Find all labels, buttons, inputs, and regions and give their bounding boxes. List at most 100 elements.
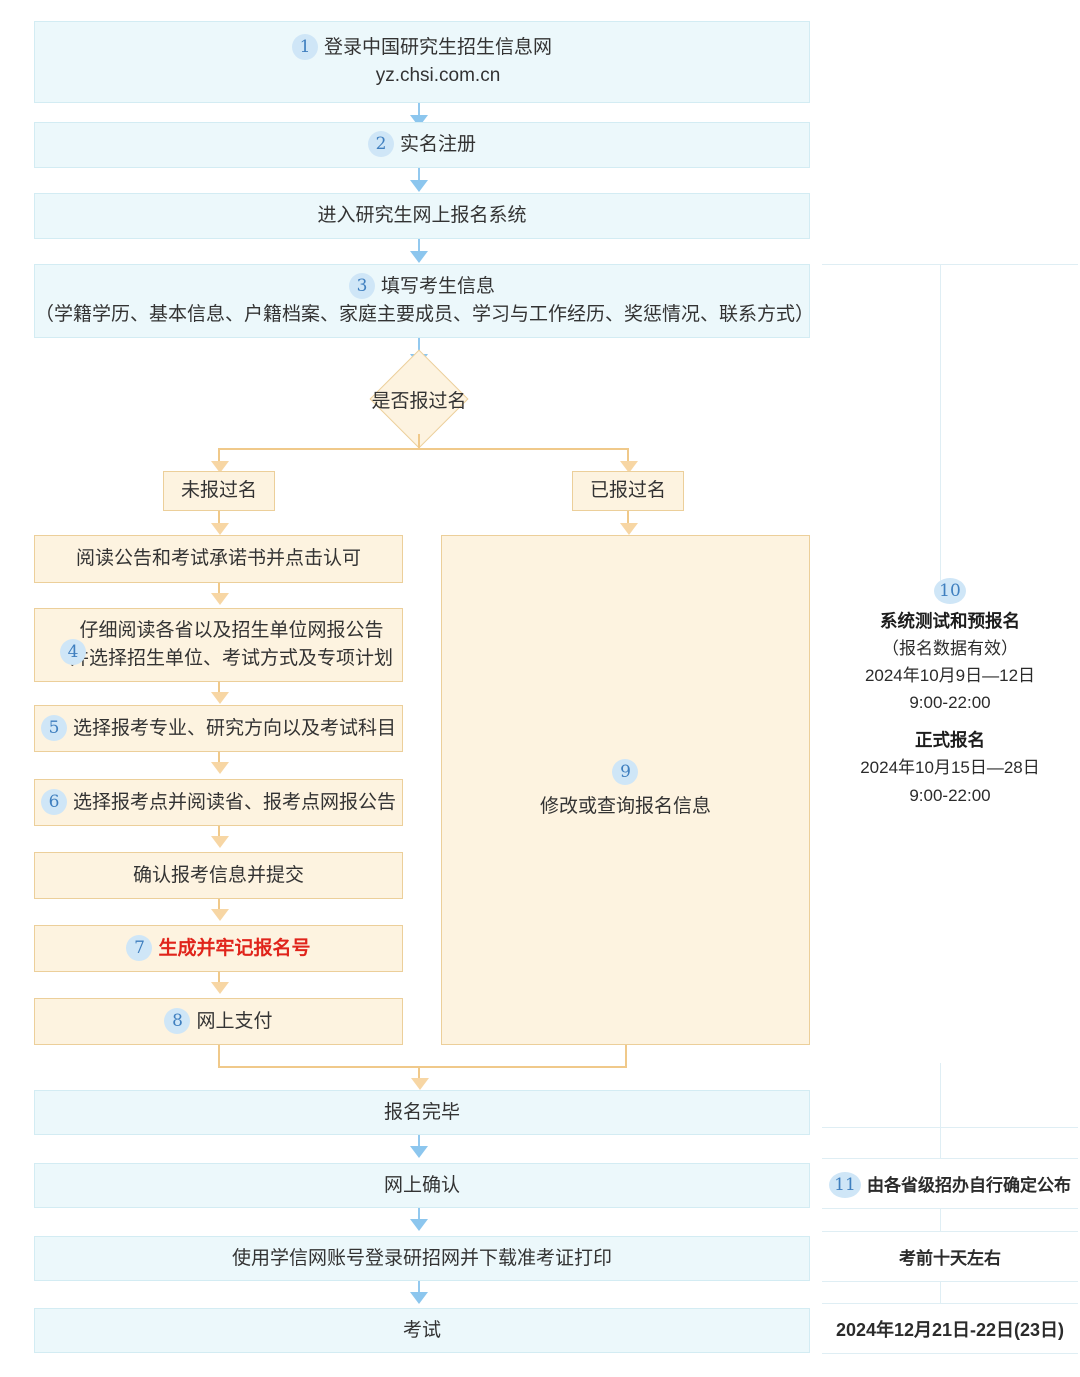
arrow-system-fillinfo [410, 251, 428, 263]
arrow-step6-confirm [211, 836, 229, 848]
connector-system-fillinfo [418, 239, 420, 253]
connector-decision-down [418, 434, 420, 449]
arrow-readnotice-step4 [211, 593, 229, 605]
connector-merge-horizontal [218, 1066, 627, 1068]
decision-registered-before[interactable]: 是否报过名 [329, 380, 509, 418]
connector-register-system [418, 168, 420, 182]
timeline-gridline-row4 [822, 1231, 1078, 1232]
step-badge-8: 8 [164, 1007, 191, 1034]
timeline-gridline-row3 [822, 1208, 1078, 1209]
node-download-admission-ticket[interactable]: 使用学信网账号登录研招网并下载准考证打印 [34, 1236, 810, 1281]
node-enter-system-label: 进入研究生网上报名系统 [317, 205, 527, 227]
connector-confirm-ticket [418, 1208, 420, 1221]
node-exam[interactable]: 考试 [34, 1308, 810, 1353]
node-exam-label: 考试 [402, 1319, 441, 1341]
branch-already-registered[interactable]: 已报过名 [572, 471, 684, 511]
timeline-gridline-vertical-row2 [940, 1208, 941, 1231]
step-badge-6: 6 [40, 788, 67, 815]
branch-already-registered-label: 已报过名 [589, 480, 666, 502]
timeline-gridline-bottom [822, 1353, 1078, 1354]
node-read-province-content: 4 仔细阅读各省以及招生单位网报公告 并选择招生单位、考试方式及专项计划 [44, 617, 393, 672]
step-badge-4: 4 [59, 639, 86, 666]
connector-complete-confirm [418, 1135, 420, 1148]
connector-decision-right [627, 448, 629, 463]
timeline-exam-text: 2024年12月21日-22日(23日) [835, 1320, 1065, 1341]
decision-label-text: 是否报过名 [371, 390, 467, 412]
timeline-gridline-top [822, 264, 1078, 265]
node-confirm-submit-label: 确认报考信息并提交 [132, 864, 304, 886]
node-confirm-submit[interactable]: 确认报考信息并提交 [34, 852, 403, 899]
node-registration-complete[interactable]: 报名完毕 [34, 1090, 810, 1135]
node-registration-complete-label: 报名完毕 [383, 1101, 460, 1123]
timeline-exam: 2024年12月21日-22日(23日) [822, 1308, 1078, 1353]
node-fill-info-line1: 填写考生信息 [380, 276, 495, 298]
node-online-confirmation-label: 网上确认 [383, 1174, 460, 1196]
connector-alreadyreg-down [627, 511, 629, 525]
step-badge-3: 3 [348, 273, 375, 300]
node-enter-system[interactable]: 进入研究生网上报名系统 [34, 193, 810, 239]
arrow-register-system [410, 180, 428, 192]
node-online-payment-label: 网上支付 [196, 1010, 273, 1032]
node-modify-query-label: 修改或查询报名信息 [539, 796, 711, 817]
timeline-gridline-vertical-row3 [940, 1281, 941, 1303]
connector-merge-center [418, 1066, 420, 1080]
node-read-province-notice[interactable]: 4 仔细阅读各省以及招生单位网报公告 并选择招生单位、考试方式及专项计划 [34, 608, 403, 682]
arrow-step4-step5 [211, 692, 229, 704]
timeline-confirmation-text: 由各省级招办自行确定公布 [867, 1175, 1071, 1195]
node-choose-exam-site-label: 选择报考点并阅读省、报考点网报公告 [72, 791, 396, 813]
arrow-decision-left [211, 461, 229, 473]
step-badge-9: 9 [612, 759, 639, 786]
timeline-schedule-time1: 9:00-22:00 [909, 693, 991, 713]
branch-not-registered-label: 未报过名 [180, 480, 257, 502]
timeline-schedule-title1: 系统测试和预报名 [879, 610, 1020, 631]
arrow-ticket-exam [410, 1292, 428, 1304]
timeline-schedule-badge-row: 10 [860, 577, 1040, 605]
branch-not-registered[interactable]: 未报过名 [163, 471, 275, 511]
connector-login-register [418, 103, 420, 117]
timeline-ticket-text: 考前十天左右 [899, 1248, 1001, 1268]
step-badge-5: 5 [40, 714, 67, 741]
connector-ticket-exam [418, 1281, 420, 1294]
timeline-schedule-date2: 2024年10月15日—28日 [860, 758, 1040, 778]
timeline-schedule-time2: 9:00-22:00 [909, 785, 991, 805]
node-modify-query-content: 9 修改或查询报名信息 [540, 759, 711, 820]
node-read-province-line1: 仔细阅读各省以及招生单位网报公告 [79, 620, 384, 642]
connector-readnotice-step4 [218, 583, 220, 595]
node-read-province-line2: 并选择招生单位、考试方式及专项计划 [69, 648, 393, 669]
timeline-gridline-row2 [822, 1158, 1078, 1159]
arrow-confirm-step7 [211, 909, 229, 921]
connector-step6-confirm [218, 826, 220, 838]
node-modify-query[interactable]: 9 修改或查询报名信息 [441, 535, 810, 1045]
node-online-confirmation[interactable]: 网上确认 [34, 1163, 810, 1208]
timeline-gridline-vertical-lower [940, 1063, 941, 1127]
timeline-gridline-row1 [822, 1127, 1078, 1128]
node-modify-query-badge-row: 9 [540, 759, 711, 787]
node-read-notice[interactable]: 阅读公告和考试承诺书并点击认可 [34, 535, 403, 583]
node-generate-number-label: 生成并牢记报名号 [158, 937, 311, 959]
timeline-schedule-content: 10 系统测试和预报名 （报名数据有效） 2024年10月9日—12日 9:00… [860, 577, 1040, 808]
node-read-notice-label: 阅读公告和考试承诺书并点击认可 [75, 548, 361, 570]
connector-notreg-down [218, 511, 220, 525]
node-download-admission-ticket-label: 使用学信网账号登录研招网并下载准考证打印 [231, 1247, 612, 1269]
connector-step5-step6 [218, 752, 220, 764]
step-badge-7: 7 [126, 934, 153, 961]
connector-right-merge-down [625, 1045, 627, 1068]
timeline-gridline-row5 [822, 1281, 1078, 1282]
step-badge-2: 2 [367, 131, 394, 158]
arrow-step5-step6 [211, 762, 229, 774]
